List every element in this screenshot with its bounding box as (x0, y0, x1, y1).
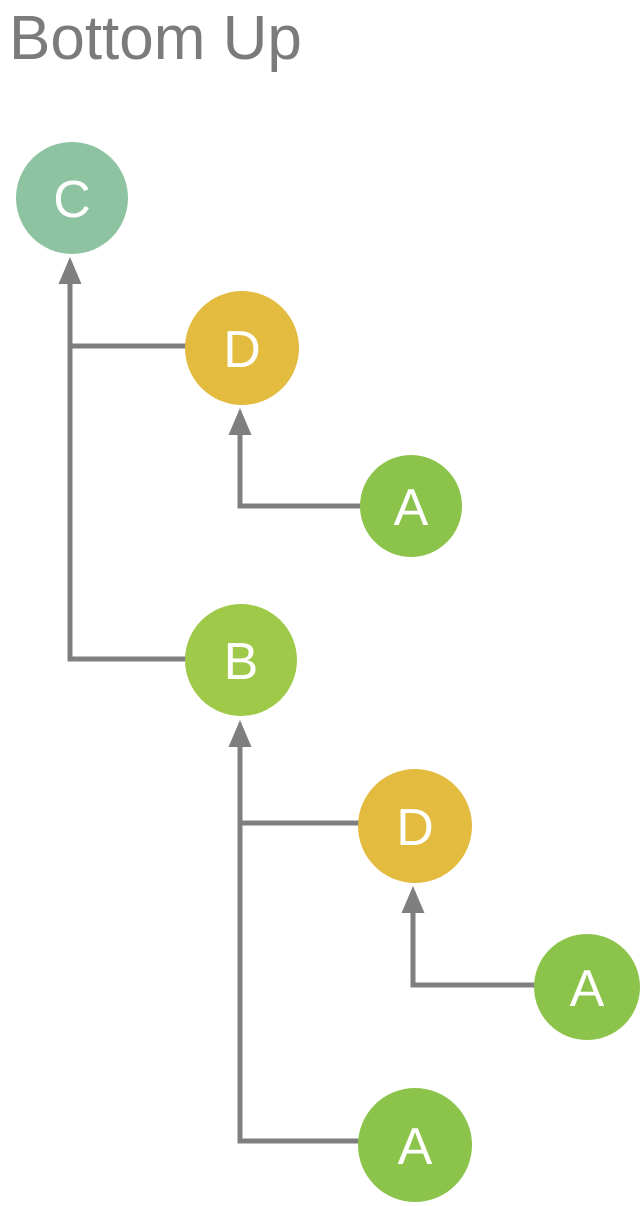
arrowhead-icon (228, 720, 252, 747)
node-circle-D2 (358, 769, 472, 883)
node-circle-A1 (360, 455, 462, 557)
arrowhead-icon (58, 257, 82, 284)
arrowhead-icon (401, 886, 425, 913)
node-label-A3: A (398, 1118, 433, 1176)
node-circle-A2 (534, 934, 640, 1040)
arrowhead-icon (228, 408, 252, 435)
page-title: Bottom Up (9, 4, 302, 73)
node-label-C: C (53, 171, 91, 229)
node-circle-D1 (185, 291, 299, 405)
node-label-B: B (224, 633, 259, 691)
node-label-A2: A (570, 960, 605, 1018)
node-circle-C (16, 142, 128, 254)
node-label-A1: A (394, 479, 429, 537)
node-circle-B (185, 604, 297, 716)
node-circle-A3 (358, 1088, 472, 1202)
node-label-D2: D (396, 799, 434, 857)
node-label-D1: D (223, 321, 261, 379)
